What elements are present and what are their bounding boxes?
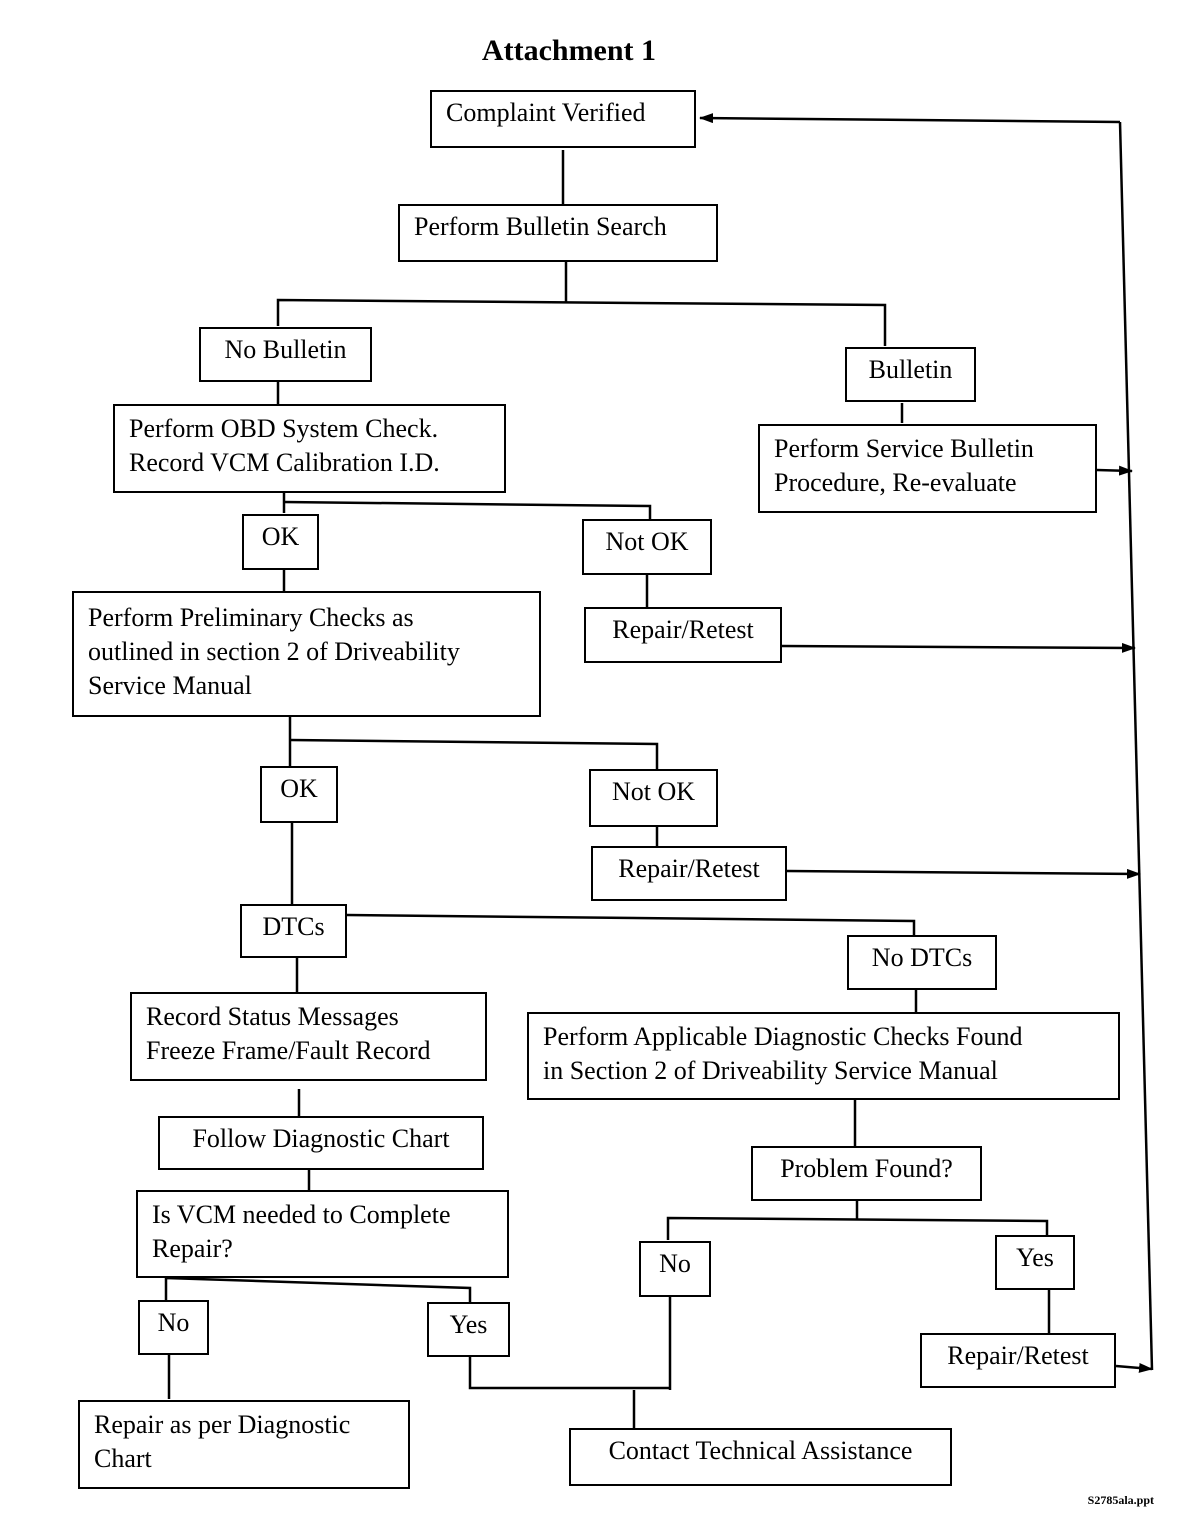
node-label: Bulletin [868, 355, 953, 384]
node-record-status: Record Status Messages Freeze Frame/Faul… [130, 992, 487, 1081]
node-label: Complaint Verified [446, 98, 646, 127]
node-no-dtcs: No DTCs [847, 935, 997, 990]
node-label: No Bulletin [224, 335, 347, 364]
node-label: Contact Technical Assistance [608, 1436, 913, 1465]
file-reference: S2785ala.ppt [1087, 1493, 1154, 1507]
node-label: Yes [1016, 1243, 1054, 1272]
node-label: Perform Bulletin Search [414, 212, 667, 241]
node-label: OK [280, 774, 318, 803]
node-no-problem-found: No [639, 1241, 711, 1297]
node-repair-retest-1: Repair/Retest [584, 607, 782, 663]
node-line: in Section 2 of Driveability Service Man… [543, 1056, 998, 1085]
node-label: Not OK [611, 777, 696, 806]
node-label: Repair/Retest [618, 854, 760, 883]
node-not-ok-1: Not OK [582, 519, 712, 575]
node-bulletin-search: Perform Bulletin Search [398, 204, 718, 262]
node-line: Perform Service Bulletin [774, 434, 1034, 463]
node-applicable-checks: Perform Applicable Diagnostic Checks Fou… [527, 1012, 1120, 1100]
node-complaint-verified: Complaint Verified [430, 90, 696, 148]
node-obd-check: Perform OBD System Check. Record VCM Cal… [113, 404, 506, 493]
node-label: Repair/Retest [612, 615, 754, 644]
node-label: Not OK [605, 527, 689, 556]
node-label: OK [261, 522, 300, 551]
node-line: Repair? [152, 1234, 233, 1263]
node-service-bulletin: Perform Service Bulletin Procedure, Re-e… [758, 424, 1097, 513]
node-line: Procedure, Re-evaluate [774, 468, 1017, 497]
node-no-bulletin: No Bulletin [199, 327, 372, 382]
node-label: DTCs [262, 912, 325, 941]
node-vcm-needed: Is VCM needed to Complete Repair? [136, 1190, 509, 1278]
node-label: Problem Found? [780, 1154, 953, 1183]
node-line: Is VCM needed to Complete [152, 1200, 451, 1229]
node-line: Perform OBD System Check. [129, 414, 439, 443]
node-repair-retest-2: Repair/Retest [591, 846, 787, 901]
node-line: Record VCM Calibration I.D. [129, 448, 440, 477]
node-yes-vcm: Yes [427, 1302, 510, 1357]
node-problem-found: Problem Found? [751, 1146, 982, 1201]
node-label: No [157, 1308, 190, 1337]
node-dtcs: DTCs [240, 904, 347, 958]
node-follow-chart: Follow Diagnostic Chart [158, 1116, 484, 1170]
node-ok-2: OK [260, 766, 338, 823]
node-line: Perform Applicable Diagnostic Checks Fou… [543, 1022, 1023, 1051]
diagram-title: Attachment 1 [481, 34, 657, 67]
node-label: No [659, 1249, 691, 1278]
node-label: No DTCs [871, 943, 973, 972]
node-line: Repair as per Diagnostic [94, 1410, 351, 1439]
node-line: Freeze Frame/Fault Record [146, 1036, 431, 1065]
node-label: Repair/Retest [947, 1341, 1089, 1370]
node-repair-retest-3: Repair/Retest [920, 1333, 1116, 1388]
node-line: Service Manual [88, 671, 252, 700]
node-no-vcm: No [138, 1300, 209, 1355]
node-line: outlined in section 2 of Driveability [88, 637, 460, 666]
node-yes-problem-found: Yes [995, 1235, 1075, 1290]
node-line: Chart [94, 1444, 152, 1473]
node-not-ok-2: Not OK [589, 769, 718, 827]
node-contact-tech: Contact Technical Assistance [569, 1428, 952, 1486]
node-ok-1: OK [242, 514, 319, 570]
node-line: Perform Preliminary Checks as [88, 603, 414, 632]
node-line: Record Status Messages [146, 1002, 399, 1031]
node-preliminary-checks: Perform Preliminary Checks as outlined i… [72, 591, 541, 717]
node-label: Yes [449, 1310, 488, 1339]
node-repair-per-chart: Repair as per Diagnostic Chart [78, 1400, 410, 1489]
node-label: Follow Diagnostic Chart [192, 1124, 450, 1153]
node-bulletin: Bulletin [845, 347, 976, 402]
